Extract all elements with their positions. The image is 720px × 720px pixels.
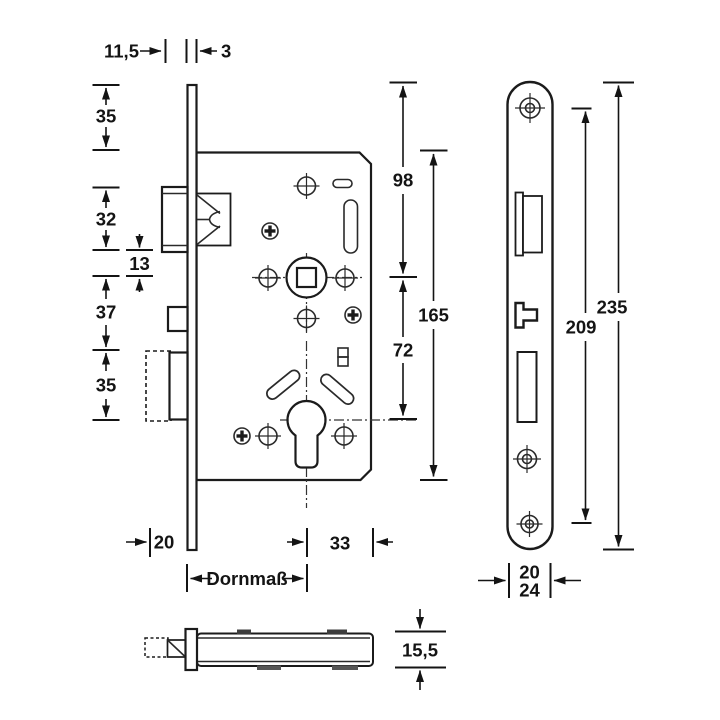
faceplate-screw-hole-top (515, 93, 545, 123)
dim-label-32: 32 (96, 209, 117, 230)
phillips-screws (233, 222, 362, 445)
faceplate-screw-hole-mid (513, 445, 541, 473)
case-slots (266, 178, 359, 405)
faceplate-edge-view (186, 83, 198, 552)
case-tab (332, 665, 358, 670)
dim-label-20: 20 (154, 532, 175, 553)
handle-follower (252, 253, 362, 333)
dim-label-235: 235 (597, 297, 628, 318)
hole (255, 423, 281, 449)
dim-label-plate-thickness: 3 (221, 41, 231, 62)
dim-right-chain: 98 72 165 (389, 81, 449, 481)
hole (293, 305, 320, 332)
dim-label-209: 209 (566, 317, 597, 338)
dim-top: 11,5 3 (104, 39, 231, 63)
faceplate-guide-cutout (514, 301, 539, 329)
bottom-section-view (144, 627, 374, 672)
dim-left-chain: 35 32 13 37 35 (92, 84, 153, 421)
hole (331, 423, 357, 449)
dim-label-15-5: 15,5 (402, 640, 438, 661)
dim-label-98: 98 (393, 170, 414, 191)
hole (332, 265, 358, 291)
dim-section: 15,5 (395, 609, 446, 690)
dim-label-35-bottom: 35 (96, 375, 117, 396)
dim-label-13: 13 (129, 253, 150, 274)
deadbolt (168, 351, 189, 421)
hole (255, 265, 281, 291)
dim-label-72: 72 (393, 340, 414, 361)
dim-label-33: 33 (330, 533, 351, 554)
faceplate-section (184, 627, 199, 672)
mounting-holes (255, 173, 358, 449)
faceplate-latch-cutout (514, 191, 543, 257)
faceplate-front-view (506, 80, 554, 551)
deadbolt-thrown-dashed (145, 350, 172, 422)
case-tab (237, 629, 251, 634)
screw-icon (344, 306, 362, 324)
dim-faceplate: 209 235 20 24 (478, 81, 634, 601)
dim-label-width-20: 20 (519, 562, 540, 583)
dim-bottom: 20 33 Dornmaß (126, 528, 393, 592)
dim-label-width-24: 24 (519, 580, 540, 601)
case-tab (327, 629, 347, 634)
latch-dashed-outline (144, 637, 169, 658)
dim-label-165: 165 (418, 305, 449, 326)
faceplate-screw-hole-bottom (516, 511, 543, 537)
case-tab (257, 665, 281, 670)
main-view (145, 83, 418, 552)
screw-icon (233, 427, 251, 445)
latch-bolt (160, 185, 232, 254)
screw-icon (261, 222, 279, 240)
faceplate-deadbolt-cutout (516, 351, 538, 423)
dim-label-35-top: 35 (96, 106, 117, 127)
dim-label-37: 37 (96, 302, 117, 323)
latch-plan (166, 639, 187, 658)
hole (293, 173, 320, 199)
dim-label-latch-projection: 11,5 (104, 41, 139, 62)
auxiliary-bolt (166, 305, 189, 333)
dim-label-backset: Dornmaß (206, 568, 287, 589)
